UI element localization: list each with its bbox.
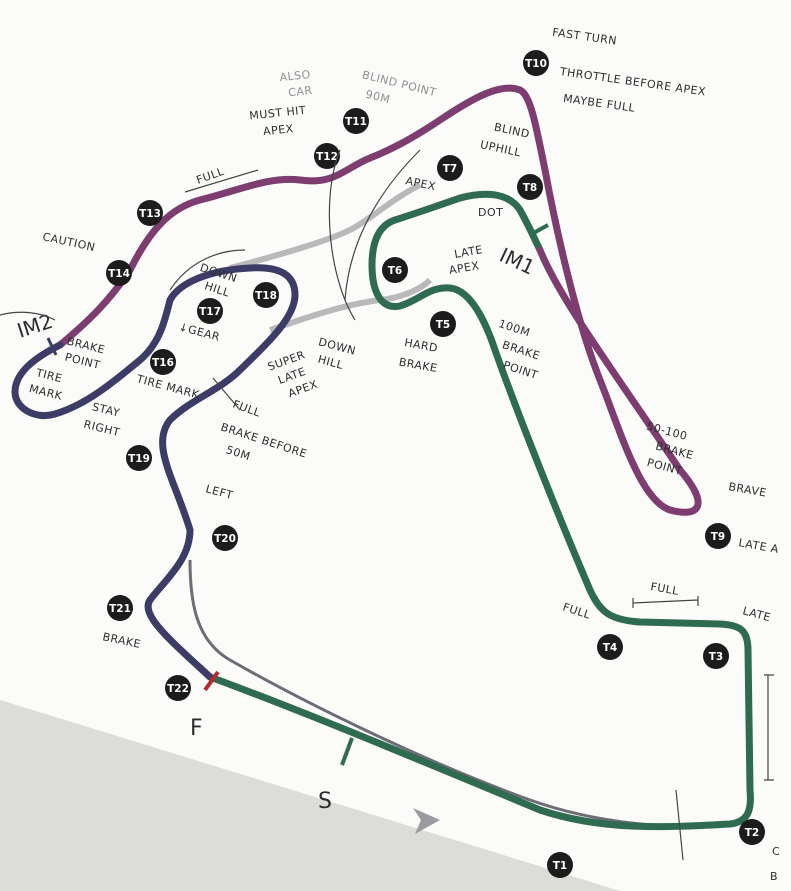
svg-text:MUST HIT: MUST HIT <box>249 104 307 123</box>
alt-route-lower <box>269 277 433 333</box>
turn-badge-t6: T6 <box>382 257 408 283</box>
turn-badge-t7: T7 <box>437 155 463 181</box>
svg-text:T4: T4 <box>603 642 617 654</box>
note-late-apex-t6: LATE APEX <box>448 243 484 277</box>
svg-text:T2: T2 <box>745 827 759 839</box>
start-line-marker <box>340 737 354 766</box>
svg-text:T10: T10 <box>525 58 547 70</box>
svg-text:T12: T12 <box>316 151 338 163</box>
turn-badge-t8: T8 <box>517 174 543 200</box>
svg-text:B: B <box>770 870 778 883</box>
turn-badge-t20: T20 <box>212 525 238 551</box>
note-t7-apex: APEX <box>404 174 437 193</box>
svg-text:T11: T11 <box>345 116 367 128</box>
alt-route-upper <box>229 182 422 271</box>
svg-text:T1: T1 <box>553 860 567 872</box>
finish-line-marker <box>203 670 220 692</box>
svg-text:C: C <box>772 845 780 858</box>
svg-text:HARD: HARD <box>403 336 439 355</box>
turn-badge-t5: T5 <box>430 311 456 337</box>
turn-badge-t17: T17 <box>197 298 223 324</box>
svg-text:T7: T7 <box>443 163 457 175</box>
svg-text:T18: T18 <box>255 290 277 302</box>
note-full-t3-top: FULL <box>649 580 680 598</box>
turn-badge-t3: T3 <box>703 643 729 669</box>
svg-text:T8: T8 <box>523 182 537 194</box>
note-t2-side: C B <box>770 845 780 883</box>
svg-text:T20: T20 <box>214 533 236 545</box>
svg-text:T9: T9 <box>711 531 725 543</box>
turn-badge-t10: T10 <box>523 50 549 76</box>
turn-badge-t1: T1 <box>547 852 573 878</box>
finish-marker-label: F <box>190 716 203 741</box>
svg-text:T21: T21 <box>109 603 131 615</box>
svg-text:T6: T6 <box>388 265 402 277</box>
start-marker-label: S <box>318 789 332 814</box>
note-t12: ALSO CAR MUST HIT APEX <box>249 68 314 138</box>
svg-text:T16: T16 <box>152 357 174 369</box>
svg-text:T3: T3 <box>709 651 723 663</box>
table-surface <box>0 700 620 891</box>
direction-arrow-icon <box>413 808 440 834</box>
turn-badge-t11: T11 <box>343 108 369 134</box>
svg-text:APEX: APEX <box>448 259 480 277</box>
svg-text:ALSO: ALSO <box>279 68 311 84</box>
im2-marker <box>46 337 58 356</box>
svg-text:TIRE: TIRE <box>34 366 64 385</box>
svg-text:90M: 90M <box>364 88 391 107</box>
turn-badge-t22: T22 <box>165 675 191 701</box>
turn-badge-t14: T14 <box>106 260 132 286</box>
svg-text:LATE: LATE <box>453 243 484 261</box>
svg-text:T19: T19 <box>128 453 150 465</box>
svg-text:CAR: CAR <box>288 84 314 99</box>
green-sector-line <box>206 190 754 831</box>
turn-badge-t4: T4 <box>597 634 623 660</box>
turn-badge-t16: T16 <box>150 349 176 375</box>
turn-badge-t21: T21 <box>107 595 133 621</box>
svg-text:T14: T14 <box>108 268 130 280</box>
svg-text:APEX: APEX <box>262 122 294 138</box>
turn-badge-t9: T9 <box>705 523 731 549</box>
pencil-marks <box>0 149 774 861</box>
note-t8-dot: DOT <box>478 206 503 219</box>
turn-badge-t18: T18 <box>253 282 279 308</box>
navy-sector-line <box>11 264 299 681</box>
turn-badge-t12: T12 <box>314 143 340 169</box>
svg-text:T17: T17 <box>199 306 221 318</box>
purple-sector-line <box>56 84 702 516</box>
turn-badge-t2: T2 <box>739 819 765 845</box>
turn-badge-t19: T19 <box>126 445 152 471</box>
svg-text:T5: T5 <box>436 319 450 331</box>
im1-marker <box>529 223 549 237</box>
svg-text:T22: T22 <box>167 683 189 695</box>
turn-badge-t13: T13 <box>137 200 163 226</box>
svg-text:T13: T13 <box>139 208 161 220</box>
